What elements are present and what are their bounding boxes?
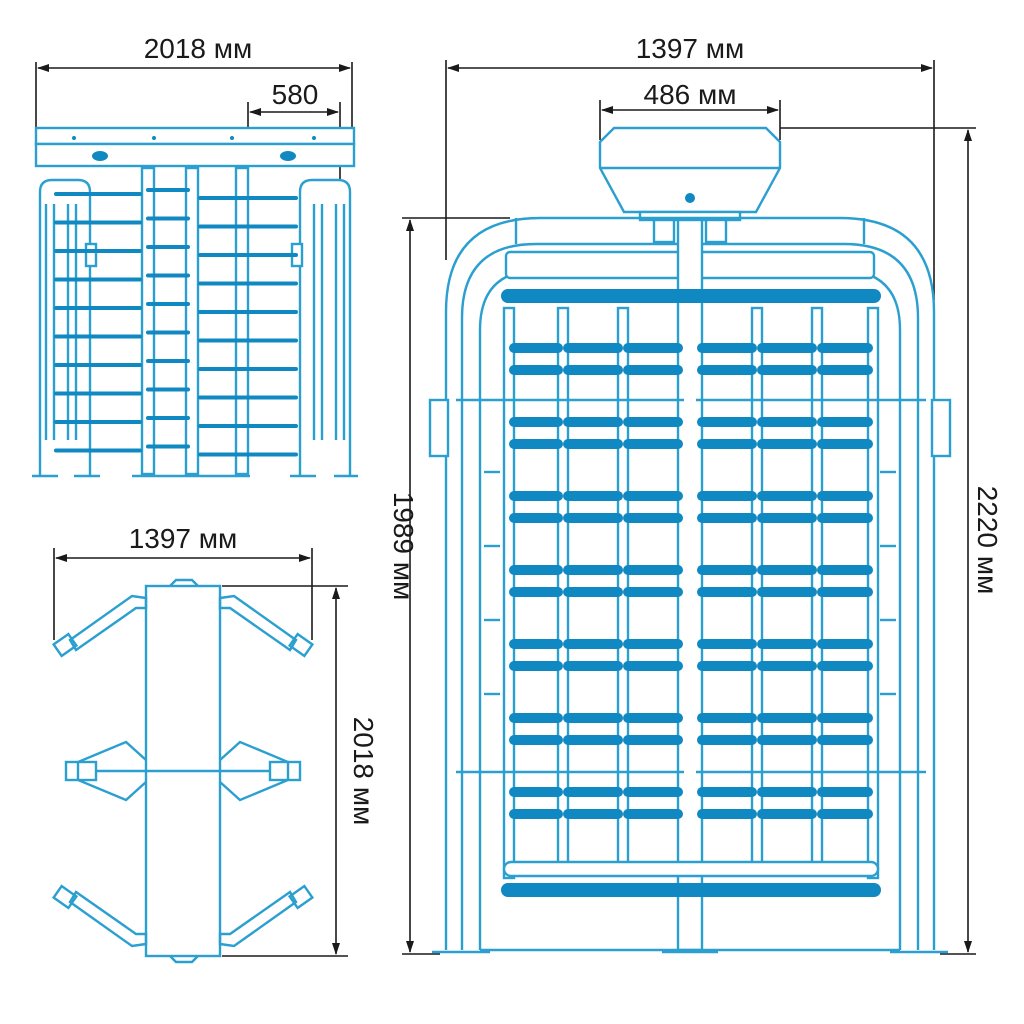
front-card-reader-left xyxy=(84,242,98,268)
front-left-handrail xyxy=(38,178,92,476)
side-total-height-dimension: 2220 мм xyxy=(780,127,1003,955)
front-rotor-bars xyxy=(54,188,298,457)
front-roof-fascia xyxy=(34,142,356,168)
side-base xyxy=(432,948,948,954)
top-rotor-arms xyxy=(51,594,315,948)
side-width-dimension: 1397 мм xyxy=(445,33,935,300)
side-width-label: 1397 мм xyxy=(636,33,745,64)
side-head-width-label: 486 мм xyxy=(644,79,737,110)
front-width-dimension: 2018 мм xyxy=(35,33,353,130)
front-post-right xyxy=(234,166,250,476)
side-outer-frame xyxy=(444,216,936,950)
side-view: 1397 мм 486 мм 1989 мм 2220 мм xyxy=(388,33,1003,955)
side-frame-height-label: 1989 мм xyxy=(388,492,419,601)
front-left-panel xyxy=(44,204,78,440)
top-view: 1397 мм 2018 мм xyxy=(51,523,379,964)
side-horizontal-spokes xyxy=(456,398,926,774)
front-right-panel xyxy=(312,204,346,440)
top-depth-label: 2018 мм xyxy=(348,717,379,826)
side-head-dimension: 486 мм xyxy=(599,79,781,140)
side-card-reader-left xyxy=(428,398,450,458)
front-rotor-left xyxy=(184,166,200,476)
side-head-indicator xyxy=(685,193,695,203)
side-frame-height-dimension: 1989 мм xyxy=(388,217,510,955)
indicator-lamp-right xyxy=(280,151,296,161)
front-right-handrail xyxy=(298,178,352,476)
side-central-column xyxy=(676,218,704,952)
front-width-label: 2018 мм xyxy=(144,33,253,64)
top-width-dimension: 1397 мм xyxy=(53,523,313,640)
front-post-left xyxy=(140,166,156,476)
indicator-lamp-left xyxy=(92,151,108,161)
side-rotor-bars xyxy=(501,289,881,897)
top-depth-dimension: 2018 мм xyxy=(222,585,379,957)
side-card-reader-right xyxy=(930,398,952,458)
roof-rivets xyxy=(72,136,316,140)
top-width-label: 1397 мм xyxy=(129,523,238,554)
side-total-height-label: 2220 мм xyxy=(972,486,1003,595)
front-roof xyxy=(34,126,356,146)
front-module-label: 580 xyxy=(272,79,319,110)
front-module-dimension: 580 xyxy=(247,79,341,180)
side-frame-ticks xyxy=(484,470,896,696)
front-view: 2018 мм 580 xyxy=(32,33,358,478)
